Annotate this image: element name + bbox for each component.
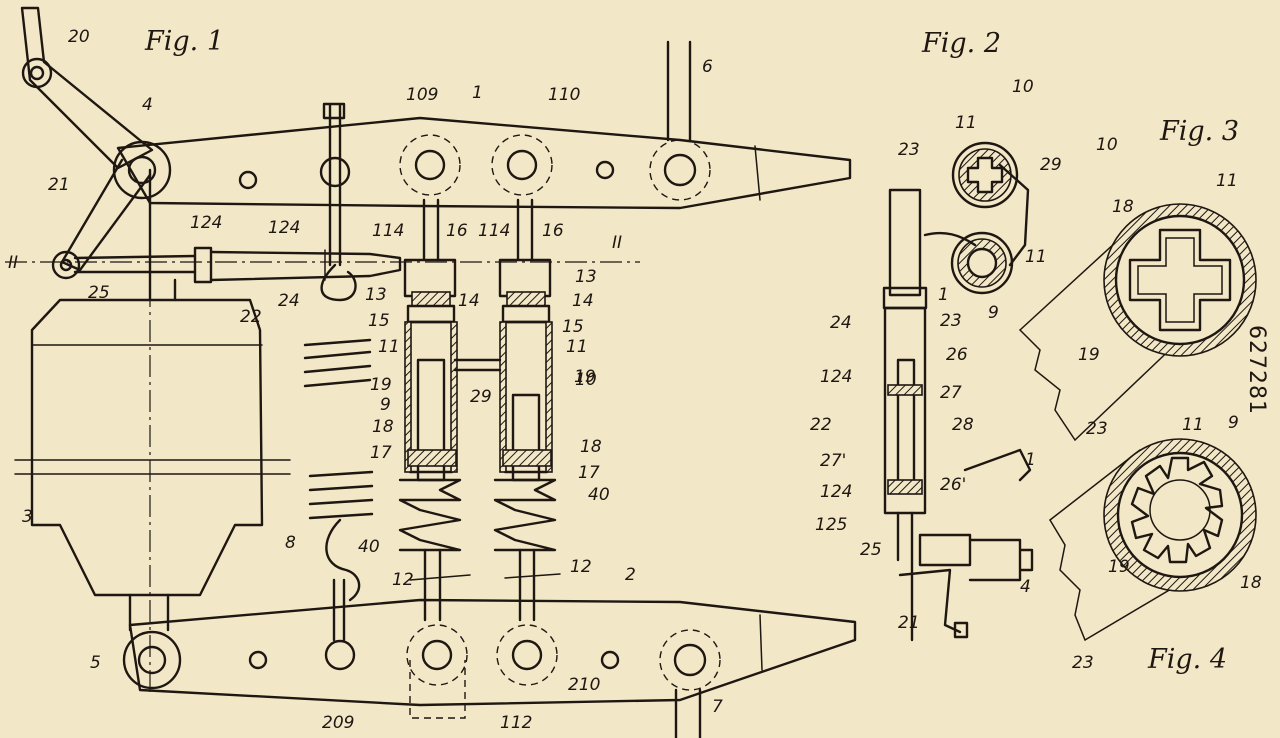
ref-label: 12 bbox=[570, 557, 592, 577]
ref-label: 21 bbox=[48, 175, 70, 195]
ref-label: 114 bbox=[372, 221, 404, 241]
ref-label: 1 bbox=[938, 285, 949, 305]
ref-label: 19 bbox=[1108, 557, 1130, 577]
ref-label: 9 bbox=[988, 303, 999, 323]
ref-label: 1 bbox=[1025, 450, 1036, 470]
ref-label: 23 bbox=[940, 311, 962, 331]
ref-label: 19 bbox=[370, 375, 392, 395]
ref-label: 25 bbox=[88, 283, 110, 303]
ref-label: 5 bbox=[90, 653, 101, 673]
ref-label: 11 bbox=[566, 337, 588, 357]
ref-label: 4 bbox=[142, 95, 153, 115]
ref-label: 110 bbox=[548, 85, 580, 105]
ref-label: 112 bbox=[500, 713, 532, 733]
ref-label: 4 bbox=[1020, 577, 1031, 597]
ref-label: 23 bbox=[898, 140, 920, 160]
ref-label: 11 bbox=[378, 337, 400, 357]
ref-label: 7 bbox=[712, 697, 723, 717]
ref-label: 10 bbox=[1096, 135, 1118, 155]
ref-label: 11 bbox=[1182, 415, 1204, 435]
ref-label: 23 bbox=[1072, 653, 1094, 673]
ref-label: 3 bbox=[22, 507, 33, 527]
upper-arm-1 bbox=[118, 118, 850, 208]
ref-label: 28 bbox=[952, 415, 974, 435]
ref-label: 2 bbox=[625, 565, 636, 585]
ref-label: 17 bbox=[370, 443, 392, 463]
ref-label: 26 bbox=[946, 345, 968, 365]
ref-label: 22 bbox=[810, 415, 832, 435]
ref-label: 27 bbox=[940, 383, 962, 403]
figure-1-title: Fig. 1 bbox=[144, 26, 224, 57]
ref-label: 40 bbox=[358, 537, 380, 557]
ref-label: 11 bbox=[1216, 171, 1238, 191]
ref-label: 9 bbox=[380, 395, 391, 415]
ref-label: 109 bbox=[406, 85, 438, 105]
ref-label: 9 bbox=[1228, 413, 1239, 433]
ref-label: 124 bbox=[820, 367, 852, 387]
lower-arm-2 bbox=[130, 600, 855, 705]
ref-label: 15 bbox=[368, 311, 390, 331]
ref-label: 26' bbox=[940, 475, 966, 495]
figure-4-drawing bbox=[1050, 439, 1256, 640]
cylinder-9 bbox=[400, 200, 460, 620]
ref-label: 18 bbox=[580, 437, 602, 457]
figure-4-title: Fig. 4 bbox=[1147, 644, 1227, 675]
ref-label: 18 bbox=[1240, 573, 1262, 593]
reference-numerals: 1 1 1 2 3 4 4 5 6 7 8 9 9 9 10 10 10 11 … bbox=[22, 27, 1262, 733]
ref-label: 210 bbox=[568, 675, 600, 695]
section-mark-right: II bbox=[612, 233, 622, 253]
ref-label: 24 bbox=[830, 313, 852, 333]
document-number: 627281 bbox=[1244, 325, 1269, 415]
ref-label: 27' bbox=[820, 451, 846, 471]
cylinder-10 bbox=[495, 200, 555, 620]
ref-label: 22 bbox=[240, 307, 262, 327]
ref-label: 125 bbox=[815, 515, 847, 535]
ref-label: 23 bbox=[1086, 419, 1108, 439]
ref-label: 19 bbox=[1078, 345, 1100, 365]
ref-label: 20 bbox=[68, 27, 90, 47]
ref-label: 21 bbox=[898, 613, 920, 633]
ref-label: 29 bbox=[1040, 155, 1062, 175]
figure-1-drawing bbox=[5, 8, 855, 738]
ref-label: 24 bbox=[278, 291, 300, 311]
figure-3-title: Fig. 3 bbox=[1159, 116, 1239, 147]
ref-label: 40 bbox=[588, 485, 610, 505]
ref-label: 16 bbox=[446, 221, 468, 241]
ref-label: 29 bbox=[470, 387, 492, 407]
ref-label: 124 bbox=[190, 213, 222, 233]
figure-2-title: Fig. 2 bbox=[921, 28, 1001, 59]
section-mark-left: II bbox=[8, 253, 18, 273]
ref-label: 18 bbox=[1112, 197, 1134, 217]
ref-label: 17 bbox=[578, 463, 600, 483]
ref-label: 6 bbox=[702, 57, 713, 77]
figure-3-drawing bbox=[1020, 204, 1256, 440]
ref-label: 124 bbox=[820, 482, 852, 502]
ref-label: 10 bbox=[1012, 77, 1034, 97]
ref-label: 11 bbox=[1025, 247, 1047, 267]
ref-label: 124 bbox=[268, 218, 300, 238]
ref-label: 18 bbox=[372, 417, 394, 437]
ref-label: 11 bbox=[955, 113, 977, 133]
ref-label: 13 bbox=[365, 285, 387, 305]
ref-label: 14 bbox=[458, 291, 480, 311]
ref-label: 12 bbox=[392, 570, 414, 590]
ref-label: 13 bbox=[575, 267, 597, 287]
ref-label: 8 bbox=[285, 533, 296, 553]
ref-label: 14 bbox=[572, 291, 594, 311]
ref-label: 209 bbox=[322, 713, 354, 733]
ref-label: 15 bbox=[562, 317, 584, 337]
ref-label: 19 bbox=[574, 367, 596, 387]
ref-label: 1 bbox=[472, 83, 483, 103]
ref-label: 16 bbox=[542, 221, 564, 241]
ref-label: 25 bbox=[860, 540, 882, 560]
ref-label: 114 bbox=[478, 221, 510, 241]
